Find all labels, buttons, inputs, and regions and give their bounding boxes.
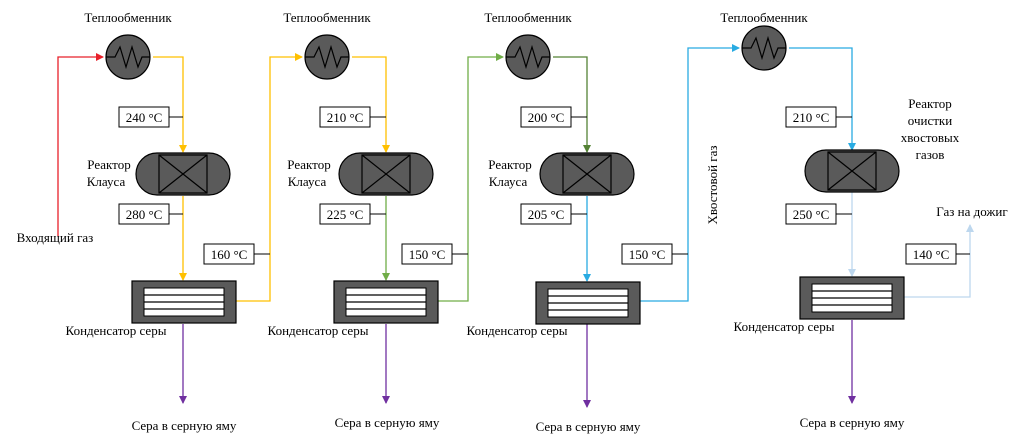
sulfur-condenser-3 xyxy=(535,281,641,325)
tail-gas-label: Хвостовой газ xyxy=(705,145,720,224)
claus-reactor-2-label-line1: Реактор xyxy=(287,157,330,172)
stage3-condenser-to-hx4-flow xyxy=(640,44,740,302)
heat-exchanger-2-label: Теплообменник xyxy=(283,10,371,25)
condenser-4-label: Конденсатор серы xyxy=(734,319,835,334)
sulfur-outlet-4-label: Сера в серную яму xyxy=(800,415,905,430)
stage2-condenser-to-hx3-flow xyxy=(438,53,504,302)
claus-reactor-3-label-line2: Клауса xyxy=(489,174,528,189)
heat-exchanger-2 xyxy=(304,34,350,80)
claus-reactor-1 xyxy=(135,152,231,196)
tail-reactor-label-line3: хвостовых xyxy=(901,130,960,145)
sulfur-condenser-4 xyxy=(799,276,905,320)
temp-tail-condenser-out: 140 °C xyxy=(913,247,950,262)
stage1-hx-to-reactor-flow xyxy=(153,56,187,153)
tail-hx-to-reactor-flow xyxy=(789,47,856,151)
temp-stage1-condenser-out: 160 °C xyxy=(211,247,248,262)
sulfur-condenser-1 xyxy=(131,280,237,324)
condenser-3-label: Конденсатор серы xyxy=(467,323,568,338)
claus-reactor-1-label-line1: Реактор xyxy=(87,157,130,172)
temp-stage1-reactor-out: 280 °C xyxy=(126,207,163,222)
inlet-gas-flow xyxy=(57,53,104,236)
condenser-1-label: Конденсатор серы xyxy=(66,323,167,338)
sulfur-outlet-2-label: Сера в серную яму xyxy=(335,415,440,430)
temp-stage3-reactor-out: 205 °C xyxy=(528,207,565,222)
heat-exchanger-3-label: Теплообменник xyxy=(484,10,572,25)
temp-stage2-reactor-out: 225 °C xyxy=(327,207,364,222)
temp-stage1-reactor-in: 240 °C xyxy=(126,110,163,125)
tail-gas-reactor xyxy=(804,149,900,193)
tail-reactor-label-line1: Реактор xyxy=(908,96,951,111)
heat-exchanger-3 xyxy=(505,34,551,80)
heat-exchanger-4 xyxy=(741,25,787,71)
claus-reactor-3-label-line1: Реактор xyxy=(488,157,531,172)
claus-reactor-3 xyxy=(539,152,635,196)
stage2-hx-to-reactor-flow xyxy=(352,56,390,153)
temp-stage2-reactor-in: 210 °C xyxy=(327,110,364,125)
claus-reactor-1-label-line2: Клауса xyxy=(87,174,126,189)
sulfur-outlet-1-label: Сера в серную яму xyxy=(132,418,237,433)
to-incinerator-label: Газ на дожиг xyxy=(936,204,1007,219)
inlet-gas-label: Входящий газ xyxy=(17,230,94,245)
sulfur-condenser-2 xyxy=(333,280,439,324)
temp-tail-reactor-in: 210 °C xyxy=(793,110,830,125)
tail-reactor-label-line2: очистки xyxy=(908,113,952,128)
claus-reactor-2-label-line2: Клауса xyxy=(288,174,327,189)
heat-exchanger-4-label: Теплообменник xyxy=(720,10,808,25)
heat-exchanger-1 xyxy=(105,34,151,80)
temp-stage3-reactor-in: 200 °C xyxy=(528,110,565,125)
tail-condenser-to-incinerator-flow xyxy=(903,224,974,298)
temp-stage2-condenser-out: 150 °C xyxy=(409,247,446,262)
tail-reactor-label-line4: газов xyxy=(916,147,945,162)
stage1-condenser-to-hx2-flow xyxy=(236,53,303,302)
temp-stage3-condenser-out: 150 °C xyxy=(629,247,666,262)
temp-tail-reactor-out: 250 °C xyxy=(793,207,830,222)
heat-exchanger-1-label: Теплообменник xyxy=(84,10,172,25)
condenser-2-label: Конденсатор серы xyxy=(268,323,369,338)
sulfur-outlet-3-label: Сера в серную яму xyxy=(536,419,641,434)
claus-reactor-2 xyxy=(338,152,434,196)
stage3-hx-to-reactor-flow xyxy=(553,56,591,153)
